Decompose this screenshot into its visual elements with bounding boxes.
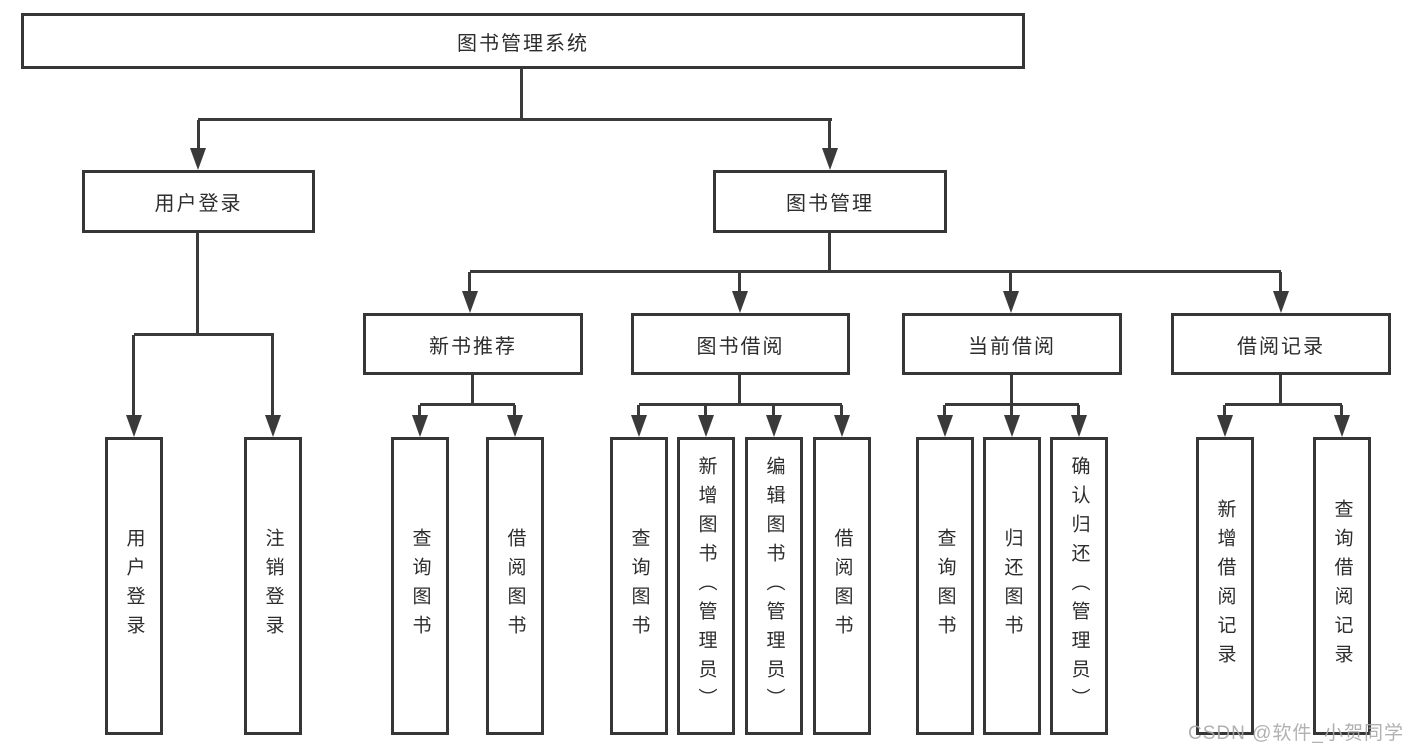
connector-root-bar: [198, 118, 832, 121]
leaf-logout: 注销登录: [244, 437, 302, 735]
node-new-book-recommend-label: 新书推荐: [429, 335, 517, 358]
connector-root-drop-right: [828, 120, 831, 150]
leaf-borrow-books: 借阅图书: [813, 437, 871, 735]
leaf-user-login: 用户登录: [105, 437, 163, 735]
csdn-watermark: CSDN @软件_小贺同学: [1188, 723, 1404, 744]
leaf-query-books-current-label: 查询图书: [934, 528, 956, 644]
leaf-query-books-recommend-label: 查询图书: [409, 528, 431, 644]
arrowhead-down-icon: [732, 291, 748, 313]
connector-records-stem: [1279, 375, 1282, 405]
arrowhead-down-icon: [1071, 415, 1087, 437]
leaf-add-borrow-record: 新增借阅记录: [1196, 437, 1254, 735]
connector-recommend-drop-2: [513, 405, 516, 417]
connector-current-drop-1: [943, 405, 946, 417]
connector-current-drop-3: [1077, 405, 1080, 417]
connector-root-drop-left: [197, 120, 200, 150]
leaf-edit-books-admin: 编辑图书（管理员）: [745, 437, 803, 735]
connector-userlogin-bar: [134, 333, 274, 336]
connector-bookmgmt-drop-1: [468, 272, 471, 293]
connector-bookmgmt-drop-3: [1009, 272, 1012, 293]
leaf-return-books-label: 归还图书: [1001, 528, 1023, 644]
leaf-add-books-admin: 新增图书（管理员）: [677, 437, 735, 735]
leaf-query-books-borrowing-label: 查询图书: [628, 528, 650, 644]
leaf-query-borrow-record-label: 查询借阅记录: [1331, 499, 1353, 673]
leaf-return-books: 归还图书: [983, 437, 1041, 735]
leaf-confirm-return-admin-label: 确认归还（管理员）: [1068, 455, 1090, 717]
node-book-management: 图书管理: [713, 170, 947, 233]
arrowhead-down-icon: [265, 415, 281, 437]
leaf-borrow-books-recommend-label: 借阅图书: [504, 528, 526, 644]
arrowhead-down-icon: [698, 415, 714, 437]
connector-recommend-drop-1: [418, 405, 421, 417]
leaf-edit-books-admin-label: 编辑图书（管理员）: [763, 455, 785, 717]
connector-recommend-bar: [420, 403, 515, 406]
arrowhead-down-icon: [1003, 291, 1019, 313]
arrowhead-down-icon: [631, 415, 647, 437]
leaf-user-login-label: 用户登录: [123, 528, 145, 644]
node-book-borrowing: 图书借阅: [631, 313, 850, 375]
node-user-login-label: 用户登录: [154, 193, 243, 215]
arrowhead-down-icon: [507, 415, 523, 437]
connector-records-drop-2: [1340, 405, 1343, 417]
arrowhead-down-icon: [937, 415, 953, 437]
leaf-borrow-books-recommend: 借阅图书: [486, 437, 544, 735]
connector-borrowing-bar: [639, 403, 842, 406]
leaf-borrow-books-label: 借阅图书: [831, 528, 853, 644]
arrowhead-down-icon: [190, 148, 206, 170]
arrowhead-down-icon: [1273, 291, 1289, 313]
node-book-management-label: 图书管理: [786, 193, 874, 215]
leaf-query-books-borrowing: 查询图书: [610, 437, 668, 735]
node-borrowing-records-label: 借阅记录: [1237, 335, 1325, 358]
connector-bookmgmt-stem: [828, 233, 831, 272]
node-current-borrowing: 当前借阅: [902, 313, 1122, 375]
connector-userlogin-drop-2: [271, 335, 274, 417]
arrowhead-down-icon: [412, 415, 428, 437]
arrowhead-down-icon: [126, 415, 142, 437]
arrowhead-down-icon: [1334, 415, 1350, 437]
connector-borrowing-drop-1: [637, 405, 640, 417]
node-new-book-recommend: 新书推荐: [363, 313, 583, 375]
node-borrowing-records: 借阅记录: [1171, 313, 1391, 375]
leaf-query-books-recommend: 查询图书: [391, 437, 449, 735]
node-book-borrowing-label: 图书借阅: [696, 335, 785, 358]
connector-bookmgmt-drop-4: [1279, 272, 1282, 293]
connector-records-drop-1: [1223, 405, 1226, 417]
connector-userlogin-drop-1: [132, 335, 135, 417]
leaf-add-borrow-record-label: 新增借阅记录: [1214, 499, 1236, 673]
node-current-borrowing-label: 当前借阅: [968, 335, 1056, 358]
connector-root-stem: [520, 69, 523, 120]
leaf-logout-label: 注销登录: [262, 528, 284, 644]
leaf-confirm-return-admin: 确认归还（管理员）: [1050, 437, 1108, 735]
connector-borrowing-drop-2: [704, 405, 707, 417]
leaf-query-books-current: 查询图书: [916, 437, 974, 735]
arrowhead-down-icon: [1217, 415, 1233, 437]
connector-records-bar: [1225, 403, 1342, 406]
arrowhead-down-icon: [834, 415, 850, 437]
connector-current-drop-2: [1010, 405, 1013, 417]
node-root: 图书管理系统: [21, 13, 1025, 69]
connector-borrowing-drop-3: [772, 405, 775, 417]
arrowhead-down-icon: [462, 291, 478, 313]
connector-borrowing-drop-4: [840, 405, 843, 417]
arrowhead-down-icon: [822, 148, 838, 170]
connector-recommend-stem: [471, 375, 474, 405]
connector-current-bar: [945, 403, 1079, 406]
node-root-label: 图书管理系统: [457, 32, 589, 55]
connector-bookmgmt-drop-2: [738, 272, 741, 293]
leaf-add-books-admin-label: 新增图书（管理员）: [695, 455, 717, 717]
connector-bookmgmt-bar: [470, 270, 1281, 273]
node-user-login: 用户登录: [82, 170, 315, 233]
connector-userlogin-stem: [196, 233, 199, 335]
arrowhead-down-icon: [766, 415, 782, 437]
leaf-query-borrow-record: 查询借阅记录: [1313, 437, 1371, 735]
connector-borrowing-stem: [738, 375, 741, 405]
connector-current-stem: [1010, 375, 1013, 405]
arrowhead-down-icon: [1004, 415, 1020, 437]
